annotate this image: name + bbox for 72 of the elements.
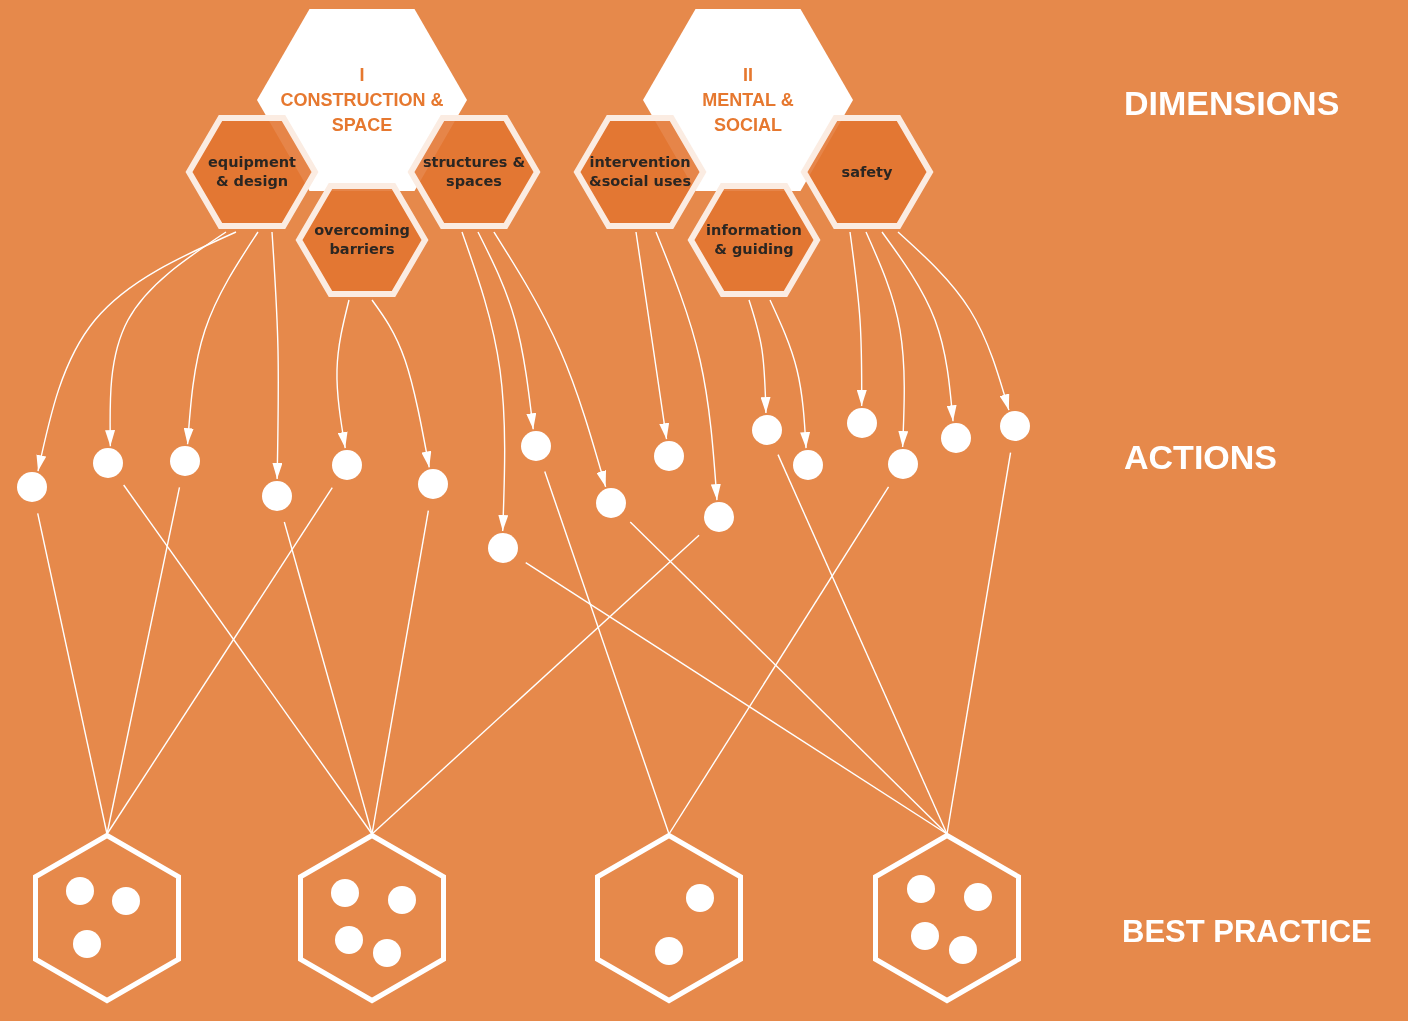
action-dot <box>112 887 140 915</box>
action-dot <box>596 488 626 518</box>
action-dot <box>373 939 401 967</box>
category-label: overcoming barriers <box>313 221 411 259</box>
action-dot <box>847 408 877 438</box>
action-dot <box>655 937 683 965</box>
connector-line <box>371 534 700 835</box>
action-dot <box>388 886 416 914</box>
action-dot <box>262 481 292 511</box>
arrow <box>769 299 811 449</box>
dimension-title: CONSTRUCTION & SPACE <box>279 89 445 137</box>
connector-line <box>106 486 333 835</box>
action-dot <box>704 502 734 532</box>
arrow <box>865 231 909 448</box>
connector-line <box>777 453 948 835</box>
arrow <box>271 231 283 480</box>
action-dot <box>686 884 714 912</box>
connector-line <box>122 484 373 835</box>
action-dot <box>907 875 935 903</box>
category-label: information & guiding <box>705 221 803 259</box>
arrow <box>36 231 237 472</box>
action-dot <box>949 936 977 964</box>
action-dot <box>17 472 47 502</box>
arrow <box>849 231 867 407</box>
category-label: safety <box>840 162 894 182</box>
dimension-numeral: II <box>742 64 754 87</box>
action-dot <box>331 879 359 907</box>
arrow <box>897 231 1010 411</box>
action-dot <box>66 877 94 905</box>
action-dot <box>93 448 123 478</box>
connector-line <box>544 470 670 835</box>
action-dot <box>170 446 200 476</box>
action-dot <box>1000 411 1030 441</box>
action-dot <box>793 450 823 480</box>
arrow <box>371 299 432 469</box>
action-dot <box>332 450 362 480</box>
arrow <box>635 231 670 440</box>
category-label: intervention &social uses <box>588 153 692 191</box>
connector-line <box>629 521 948 835</box>
action-dot <box>521 431 551 461</box>
connector-line <box>106 486 181 835</box>
arrow <box>477 231 537 430</box>
row-heading: BEST PRACTICE <box>1122 914 1372 950</box>
dimension-title: MENTAL & SOCIAL <box>701 89 795 137</box>
connector-line <box>283 521 373 835</box>
arrow <box>461 231 509 532</box>
connector-line <box>946 451 1012 835</box>
category-label: equipment & design <box>206 153 298 191</box>
arrow <box>493 231 607 488</box>
arrow <box>655 231 721 501</box>
row-heading: ACTIONS <box>1124 438 1277 477</box>
dimension-numeral: I <box>358 64 366 87</box>
arrow <box>748 299 771 414</box>
action-dot <box>941 423 971 453</box>
row-heading: DIMENSIONS <box>1124 84 1340 123</box>
action-dot <box>654 441 684 471</box>
arrow <box>336 299 350 449</box>
connector-line <box>668 486 890 835</box>
arrow <box>881 231 957 422</box>
action-dot <box>888 449 918 479</box>
action-dot <box>911 922 939 950</box>
action-dot <box>335 926 363 954</box>
category-label: structures & spaces <box>421 153 527 191</box>
action-dot <box>752 415 782 445</box>
arrow <box>105 231 227 447</box>
connector-line <box>37 512 108 835</box>
action-dot <box>73 930 101 958</box>
action-dot <box>964 883 992 911</box>
connector-line <box>371 509 430 835</box>
action-dot <box>418 469 448 499</box>
arrow <box>183 231 259 445</box>
action-dot <box>488 533 518 563</box>
